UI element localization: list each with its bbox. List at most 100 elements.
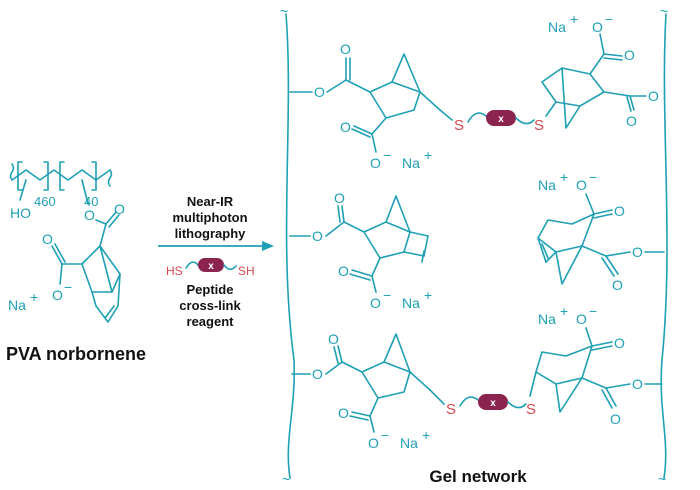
bond-to-ring [99, 223, 107, 247]
plus-sign: + [560, 303, 568, 319]
bond [326, 79, 347, 93]
carbonyl-o-label: O [114, 201, 125, 217]
crosslink-top: x S [467, 110, 544, 134]
bond-oh [19, 179, 27, 201]
bracket-2-left [59, 161, 65, 191]
norbornene-ring [537, 213, 595, 253]
bond [626, 96, 632, 112]
minus-sign: − [589, 303, 597, 319]
ho-label: HO [10, 205, 31, 221]
bond [423, 235, 429, 257]
bond [581, 377, 607, 389]
na-label: Na [538, 177, 556, 193]
bond [337, 205, 341, 223]
bond [371, 133, 377, 153]
polymer-backbone [11, 169, 111, 181]
plus-sign: + [424, 287, 432, 303]
condition-line-2: multiphoton [172, 210, 247, 225]
minus-sign: − [383, 147, 391, 163]
carbonyl-o: O [340, 119, 351, 135]
bond [601, 389, 613, 409]
bond [605, 251, 631, 257]
norbornene-ring [81, 245, 121, 293]
bond-carbonyl-up-2 [108, 214, 120, 228]
ester-o: O [312, 228, 323, 244]
na-label: Na [538, 311, 556, 327]
carbonyl-o: O [328, 331, 339, 347]
bond [371, 117, 387, 135]
carbonyl-o: O [338, 263, 349, 279]
gel-chain-right [660, 13, 668, 479]
gel-unit-top-right: O − Na + O O O [541, 11, 659, 129]
bond [603, 57, 623, 61]
plus-sign: + [570, 11, 578, 27]
bond [593, 209, 613, 215]
double-bond [541, 243, 549, 259]
reagent-line-3: reagent [187, 314, 235, 329]
gel-network-title: Gel network [429, 467, 527, 486]
bond-o-carbonyl [95, 219, 107, 225]
peptide-block [486, 110, 516, 126]
norbornane-ring [369, 81, 421, 119]
crosslink-bottom: x S [459, 394, 536, 418]
peptide-x: x [490, 398, 496, 409]
reagent-link-left [185, 261, 199, 269]
pva-norbornene-title: PVA norbornene [6, 344, 146, 364]
ester-o: O [312, 366, 323, 382]
bond-ester-o [81, 179, 89, 205]
o-minus: O [368, 435, 379, 451]
bond [409, 371, 431, 391]
na-label: Na [402, 295, 420, 311]
reagent-link-right [223, 264, 237, 271]
reaction-arrowhead [262, 241, 274, 251]
bracket-2-right [91, 161, 97, 191]
bond [341, 205, 345, 223]
bond-carboxyl-o-minus [59, 263, 63, 285]
norbornane-ring [541, 67, 605, 107]
bond [341, 361, 363, 373]
bond [337, 345, 343, 363]
pva-norbornene-structure: HO 460 40 O O O O − Na + [8, 161, 125, 323]
gel-unit-bottom-right: Na + O − O O O [529, 303, 663, 427]
ester-o-label: O [84, 207, 95, 223]
reagent-line-2: cross-link [179, 298, 241, 313]
bond-carboxyl-c-o-2 [54, 243, 66, 263]
bond [439, 109, 453, 121]
subscript-40: 40 [84, 194, 98, 209]
ester-o: O [632, 376, 643, 392]
sulfur-label: S [534, 117, 544, 134]
o-minus-charge: − [64, 279, 72, 295]
na-charge: + [30, 289, 38, 305]
bond [591, 345, 613, 351]
bond [603, 91, 631, 97]
hs-label: HS [166, 264, 183, 278]
condition-line-3: lithography [175, 226, 247, 241]
wavy-end-left [9, 163, 15, 181]
subscript-460: 460 [34, 194, 56, 209]
condition-line-1: Near-IR [187, 194, 234, 209]
carbonyl-o: O [614, 203, 625, 219]
na-label: Na [548, 19, 566, 35]
bond [353, 125, 373, 135]
wavy-end-br: ~ [658, 471, 666, 487]
o-minus: O [576, 311, 587, 327]
o-minus: O [370, 155, 381, 171]
ester-o: O [632, 244, 643, 260]
bond [545, 101, 557, 117]
norbornene-bridge [555, 245, 583, 285]
sulfur-label: S [454, 117, 464, 134]
norbornene-bridge [99, 245, 113, 293]
bond [605, 255, 619, 275]
carbonyl-o: O [334, 190, 345, 206]
na-label: Na [402, 155, 420, 171]
gel-chain-left [285, 13, 296, 479]
carbonyl-o: O [610, 411, 621, 427]
norbornene-ring [363, 221, 411, 259]
carbonyl-o: O [624, 47, 635, 63]
o-minus: O [592, 19, 603, 35]
bond [349, 415, 369, 421]
gel-unit-top-left: O O S O O − Na + [289, 41, 464, 171]
norbornane-ring [361, 361, 411, 399]
peptide-x: x [498, 114, 504, 125]
